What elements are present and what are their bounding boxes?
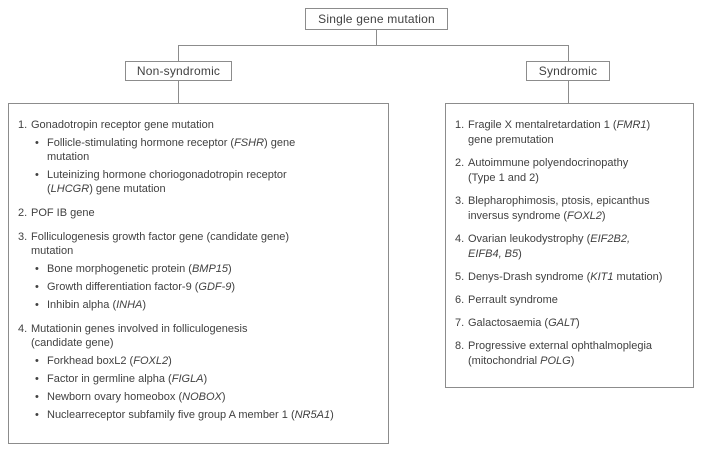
list-item: 4.Ovarian leukodystrophy (EIF2B2,EIFB4, … [455, 232, 687, 262]
list-item: 3.Folliculogenesis growth factor gene (c… [18, 230, 382, 258]
item-number: 5. [455, 271, 465, 283]
connector-left-to-box [178, 81, 179, 103]
connector-left-drop [178, 45, 179, 61]
item-text: Ovarian leukodystrophy (EIF2B2,EIFB4, B5… [468, 233, 631, 260]
list-item: 7.Galactosaemia (GALT) [455, 316, 687, 331]
bullet-text: Nuclearreceptor subfamily five group A m… [47, 409, 334, 421]
item-text: Denys-Drash syndrome (KIT1 mutation) [468, 271, 663, 283]
bullet-icon: • [35, 355, 39, 367]
bullet-icon: • [35, 391, 39, 403]
item-text: Perrault syndrome [468, 294, 558, 306]
item-number: 6. [455, 294, 465, 306]
item-number: 3. [455, 195, 465, 207]
bullet-icon: • [35, 263, 39, 275]
non-syndromic-list: 1.Gonadotropin receptor gene mutation • Fo… [9, 104, 388, 430]
connector-horizontal [178, 45, 569, 46]
bullet-icon: • [35, 169, 39, 181]
item-number: 4. [18, 323, 28, 335]
connector-right-drop [568, 45, 569, 61]
list-item: 8.Progressive external ophthalmoplegia(m… [455, 339, 687, 369]
list-item: 1.Gonadotropin receptor gene mutation [18, 118, 382, 132]
bullet-text: Follicle-stimulating hormone receptor (F… [47, 137, 296, 163]
bullet-text: Growth differentiation factor-9 (GDF-9) [47, 281, 236, 293]
syndromic-list-box: 1.Fragile X mentalretardation 1 (FMR1)ge… [445, 103, 694, 388]
syndromic-list: 1.Fragile X mentalretardation 1 (FMR1)ge… [446, 104, 693, 377]
non-syndromic-branch-label: Non-syndromic [136, 64, 221, 78]
bullet-icon: • [35, 137, 39, 149]
item-text: Autoimmune polyendocrinopathy(Type 1 and… [468, 157, 629, 184]
bullet-text: Luteinizing hormone choriogonadotropin r… [47, 169, 287, 195]
list-item: 1.Fragile X mentalretardation 1 (FMR1)ge… [455, 118, 687, 148]
bullet-text: Factor in germline alpha (FIGLA) [47, 373, 208, 385]
bullet-icon: • [35, 373, 39, 385]
bullet-text: Bone morphogenetic protein (BMP15) [47, 263, 232, 275]
item-number: 1. [455, 119, 465, 131]
bullet-item: • Newborn ovary homeobox (NOBOX) [35, 390, 382, 404]
bullet-item: • Inhibin alpha (INHA) [35, 298, 382, 312]
bullet-text: Inhibin alpha (INHA) [47, 299, 147, 311]
item-number: 2. [18, 207, 28, 219]
bullet-icon: • [35, 299, 39, 311]
syndromic-branch-node: Syndromic [526, 61, 610, 81]
item-text: Progressive external ophthalmoplegia(mit… [468, 340, 653, 367]
syndromic-branch-label: Syndromic [538, 64, 598, 78]
root-node-label: Single gene mutation [318, 12, 435, 26]
list-item: 2.POF IB gene [18, 206, 382, 220]
bullet-item: • Luteinizing hormone choriogonadotropin … [35, 168, 382, 196]
bullet-icon: • [35, 409, 39, 421]
item-text: POF IB gene [31, 207, 95, 219]
root-node: Single gene mutation [305, 8, 448, 30]
bullet-item: • Factor in germline alpha (FIGLA) [35, 372, 382, 386]
bullet-item: • Bone morphogenetic protein (BMP15) [35, 262, 382, 276]
bullet-text: Newborn ovary homeobox (NOBOX) [47, 391, 226, 403]
list-item: 6.Perrault syndrome [455, 293, 687, 308]
item-number: 7. [455, 317, 465, 329]
item-number: 2. [455, 157, 465, 169]
item-number: 1. [18, 119, 28, 131]
item-number: 3. [18, 231, 28, 243]
bullet-text: Forkhead boxL2 (FOXL2) [47, 355, 172, 367]
non-syndromic-list-box: 1.Gonadotropin receptor gene mutation • Fo… [8, 103, 389, 444]
list-item: 4.Mutationin genes involved in folliculo… [18, 322, 382, 350]
item-text: Folliculogenesis growth factor gene (can… [31, 231, 290, 257]
bullet-item: • Follicle-stimulating hormone receptor (… [35, 136, 382, 164]
item-text: Galactosaemia (GALT) [468, 317, 580, 329]
non-syndromic-branch-node: Non-syndromic [125, 61, 232, 81]
connector-root-stem [376, 30, 377, 45]
bullet-icon: • [35, 281, 39, 293]
bullet-item: • Forkhead boxL2 (FOXL2) [35, 354, 382, 368]
item-number: 4. [455, 233, 465, 245]
bullet-item: • Nuclearreceptor subfamily five group A … [35, 408, 382, 422]
item-text: Gonadotropin receptor gene mutation [31, 119, 214, 131]
item-text: Mutationin genes involved in folliculoge… [31, 323, 248, 349]
item-text: Fragile X mentalretardation 1 (FMR1)gene… [468, 119, 651, 146]
bullet-item: • Growth differentiation factor-9 (GDF-9) [35, 280, 382, 294]
list-item: 2.Autoimmune polyendocrinopathy(Type 1 a… [455, 156, 687, 186]
item-number: 8. [455, 340, 465, 352]
list-item: 5.Denys-Drash syndrome (KIT1 mutation) [455, 270, 687, 285]
connector-right-to-box [568, 81, 569, 103]
